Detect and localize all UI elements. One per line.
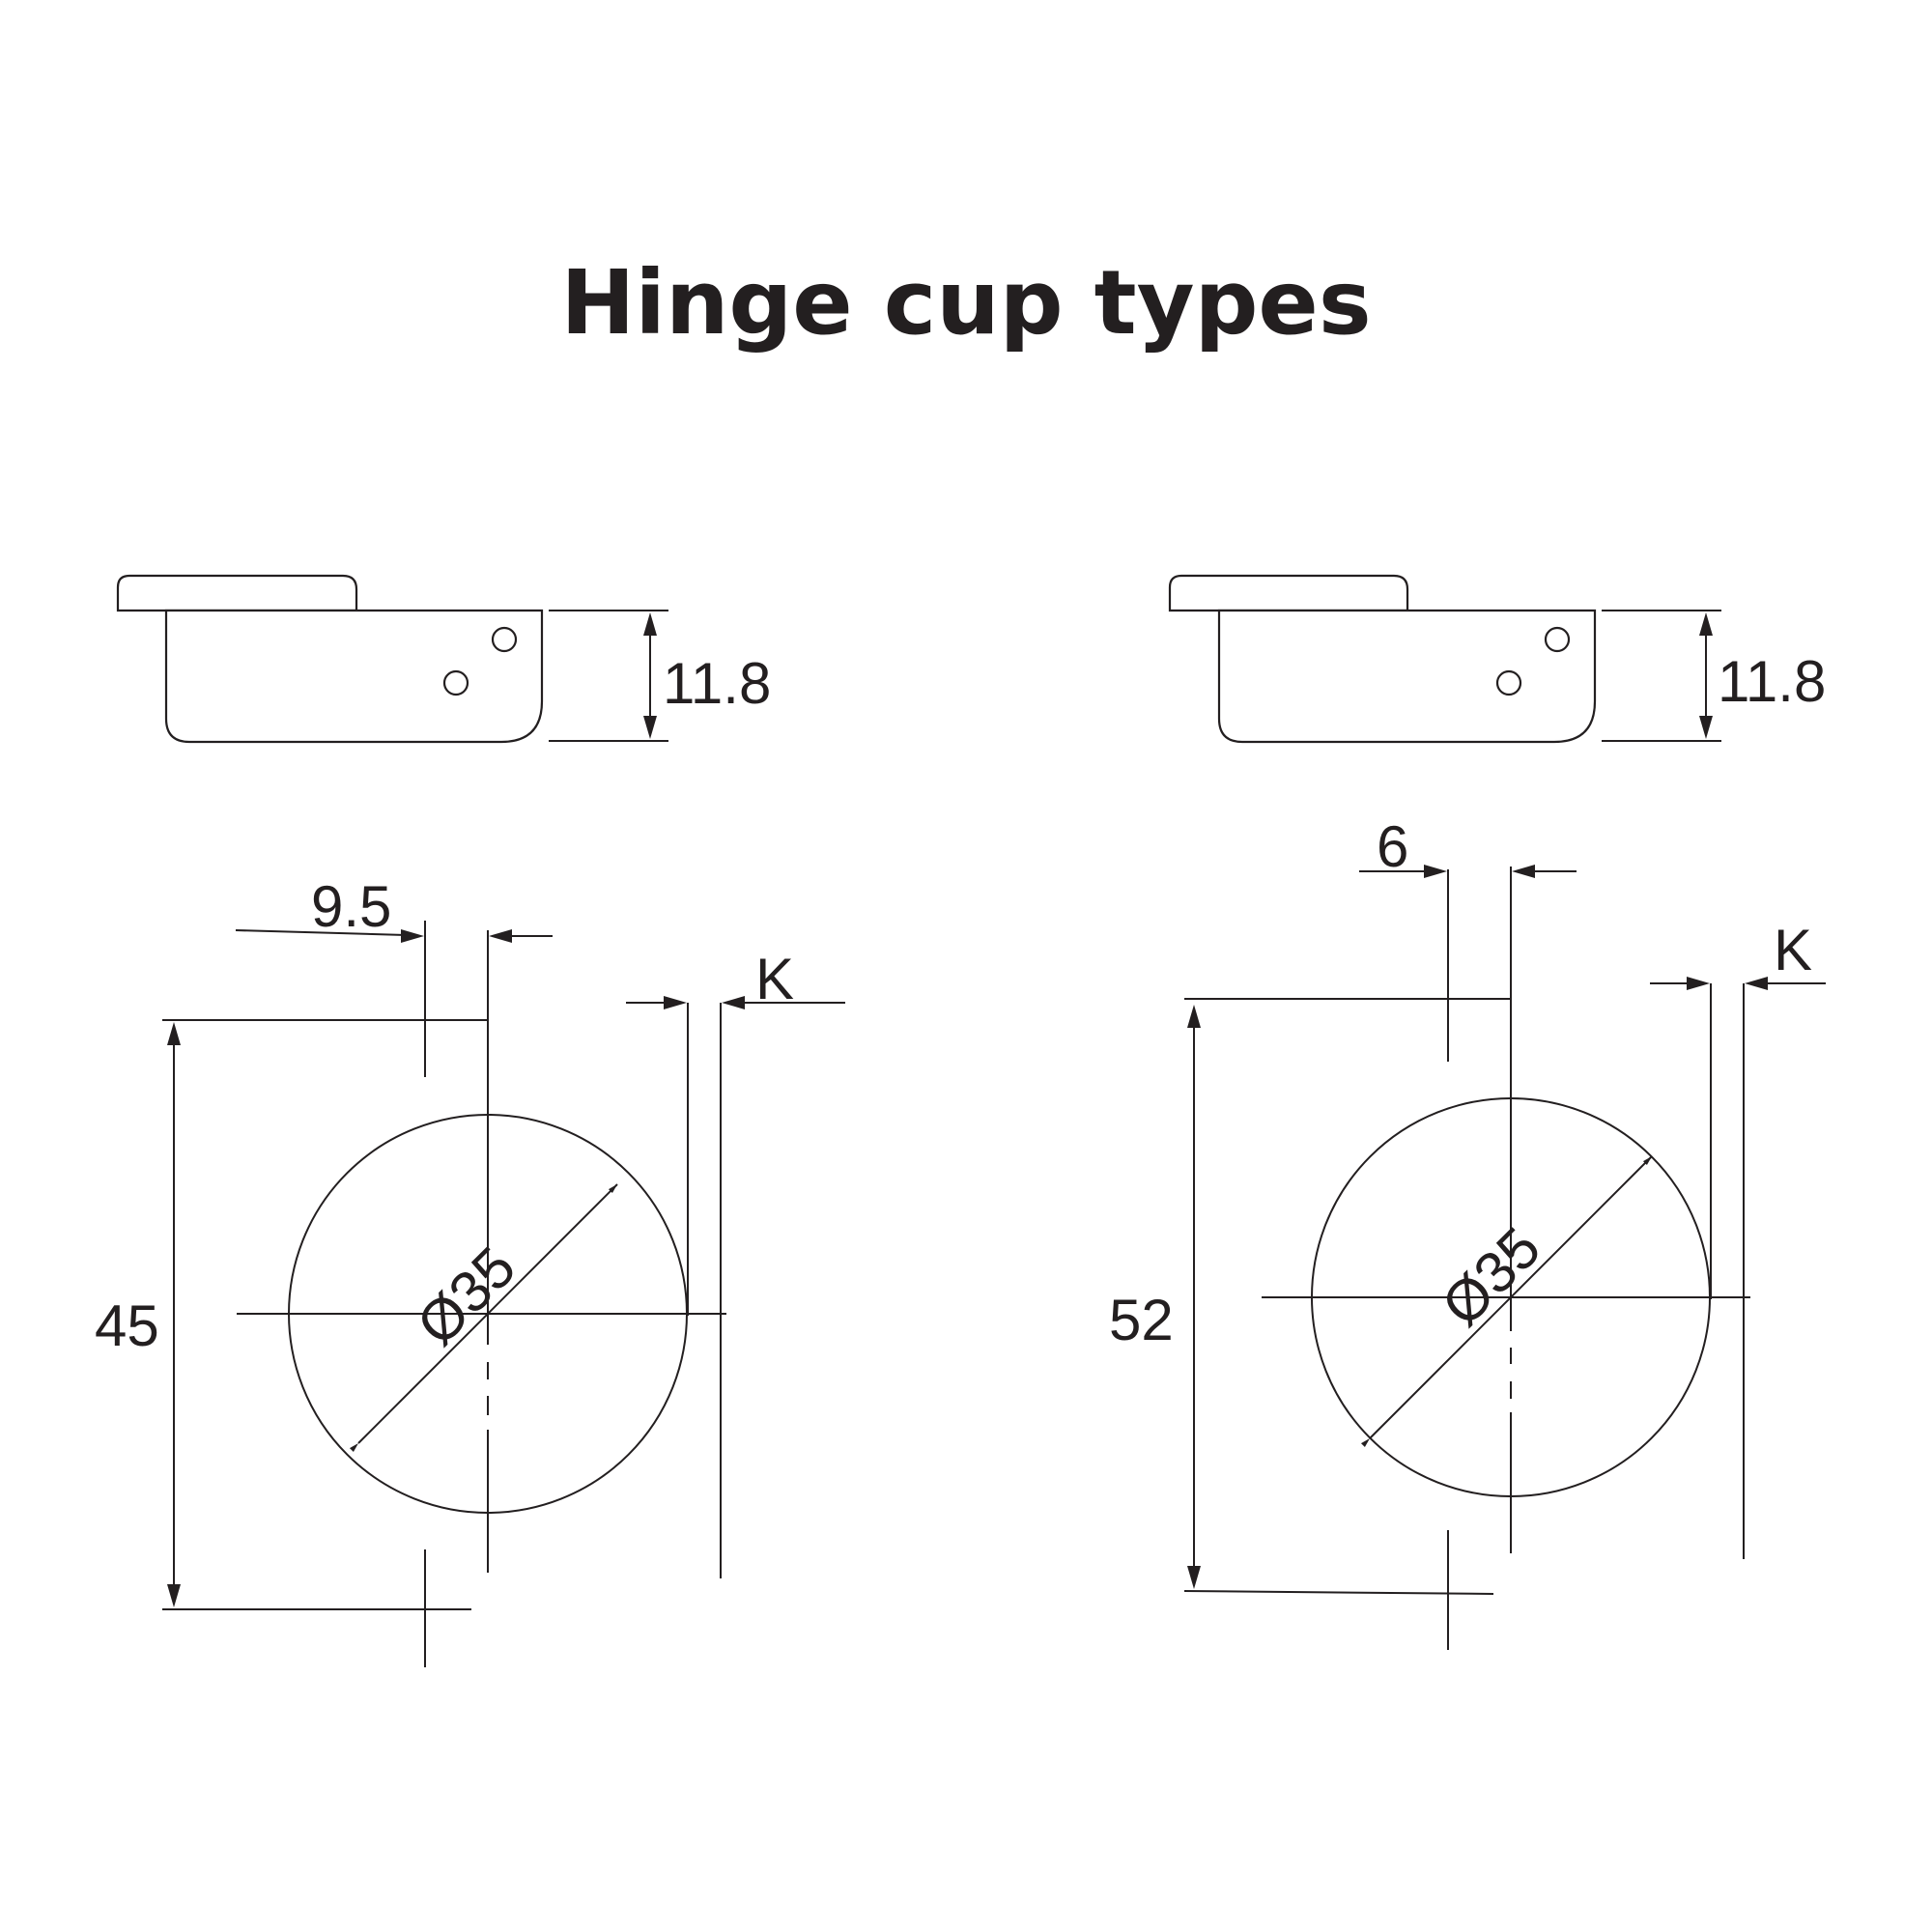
distance-dimension-label: 52	[1109, 1288, 1174, 1352]
page-title: Hinge cup types	[560, 251, 1372, 355]
screw-hole	[491, 626, 518, 653]
arrow	[1512, 865, 1535, 878]
screw-hole	[1495, 669, 1522, 696]
cup-body	[1217, 609, 1597, 744]
diameter-label: Ø35	[405, 1235, 528, 1358]
offset-dimension-label: 9.5	[311, 874, 391, 939]
diameter-label: Ø35	[1430, 1215, 1553, 1339]
side-view-right: 11.8	[1168, 574, 1826, 744]
cup-right: 11.8 6 52	[1109, 574, 1826, 1650]
arrow	[1699, 612, 1713, 636]
screw-hole	[1544, 626, 1571, 653]
side-view-left: 11.8	[116, 574, 771, 744]
clearance-label: K	[1774, 918, 1812, 982]
mounting-flange	[116, 574, 358, 612]
arrow	[1424, 865, 1447, 878]
dimension-line	[235, 929, 407, 936]
arrow	[401, 929, 424, 943]
depth-dimension-label: 11.8	[663, 651, 771, 716]
plan-view-right: 6 52 K Ø35	[1109, 814, 1826, 1650]
plan-view-left: 9.5 45 K Ø35	[95, 874, 845, 1667]
offset-dimension-label: 6	[1377, 814, 1408, 879]
extension-line	[1183, 1590, 1494, 1595]
screw-hole	[442, 669, 469, 696]
arrow	[664, 996, 687, 1009]
diameter-line	[349, 1183, 618, 1453]
arrow	[1187, 1005, 1201, 1028]
arrow	[167, 1584, 181, 1607]
mounting-flange	[1168, 574, 1409, 612]
arrow	[1687, 977, 1710, 990]
cup-left: 11.8 9.5 45	[95, 574, 845, 1667]
distance-dimension-label: 45	[95, 1293, 159, 1358]
arrow	[643, 612, 657, 636]
clearance-label: K	[755, 947, 794, 1011]
arrow	[1745, 977, 1768, 990]
arrow	[1699, 716, 1713, 739]
arrow	[489, 929, 512, 943]
arrow	[1187, 1566, 1201, 1589]
arrow	[643, 716, 657, 739]
arrow	[167, 1022, 181, 1045]
diameter-line	[1360, 1155, 1653, 1448]
depth-dimension-label: 11.8	[1718, 649, 1826, 714]
arrow	[722, 996, 745, 1009]
cup-body	[164, 609, 544, 744]
